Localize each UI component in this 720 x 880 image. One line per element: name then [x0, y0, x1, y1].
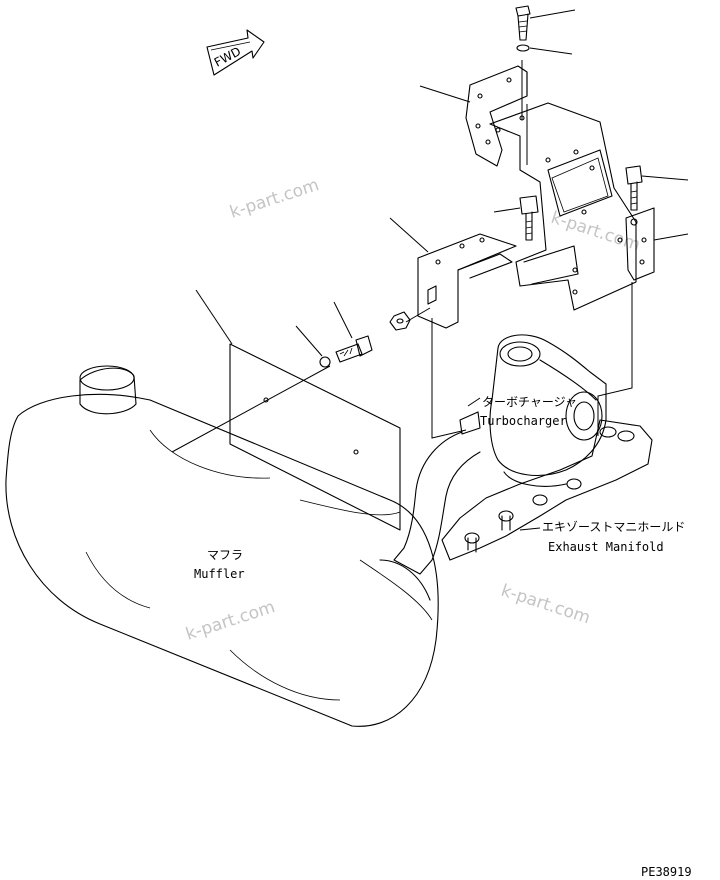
nut: [389, 311, 411, 331]
muffler-label: マフラ Muffler: [194, 548, 245, 581]
hex-bolt: [335, 335, 373, 363]
top-bolt: [515, 5, 531, 41]
muffler-label-jp: マフラ: [207, 548, 243, 562]
exhaust-pipe: [393, 431, 481, 575]
turbocharger: [459, 334, 607, 487]
lower-bracket: [417, 233, 517, 439]
muffler: [5, 365, 439, 727]
manifold-label-en: Exhaust Manifold: [548, 540, 664, 554]
heat-shield-plate: [489, 102, 637, 311]
middle-bolt: [519, 195, 539, 241]
watermark: k-part.com: [498, 581, 592, 629]
drawing-number: PE38919: [641, 865, 692, 879]
muffler-insulator-panel: [171, 343, 401, 531]
manifold-label: エキゾーストマニホールド Exhaust Manifold: [519, 520, 685, 554]
upper-bracket: [465, 60, 528, 167]
small-washer: [319, 356, 331, 368]
exhaust-manifold: [441, 419, 653, 561]
washer: [516, 44, 530, 52]
turbocharger-label: ターボチャージャ Turbocharger: [467, 395, 577, 428]
turbocharger-label-jp: ターボチャージャ: [482, 395, 577, 409]
watermark: k-part.com: [227, 175, 321, 223]
right-bracket: [625, 207, 655, 281]
fwd-label: FWD: [212, 44, 243, 70]
muffler-label-en: Muffler: [194, 567, 245, 581]
right-bolt: [625, 165, 643, 211]
turbocharger-label-en: Turbocharger: [480, 414, 567, 428]
forward-arrow: FWD: [206, 29, 265, 76]
watermark: k-part.com: [183, 597, 277, 645]
manifold-label-jp: エキゾーストマニホールド: [542, 520, 685, 534]
